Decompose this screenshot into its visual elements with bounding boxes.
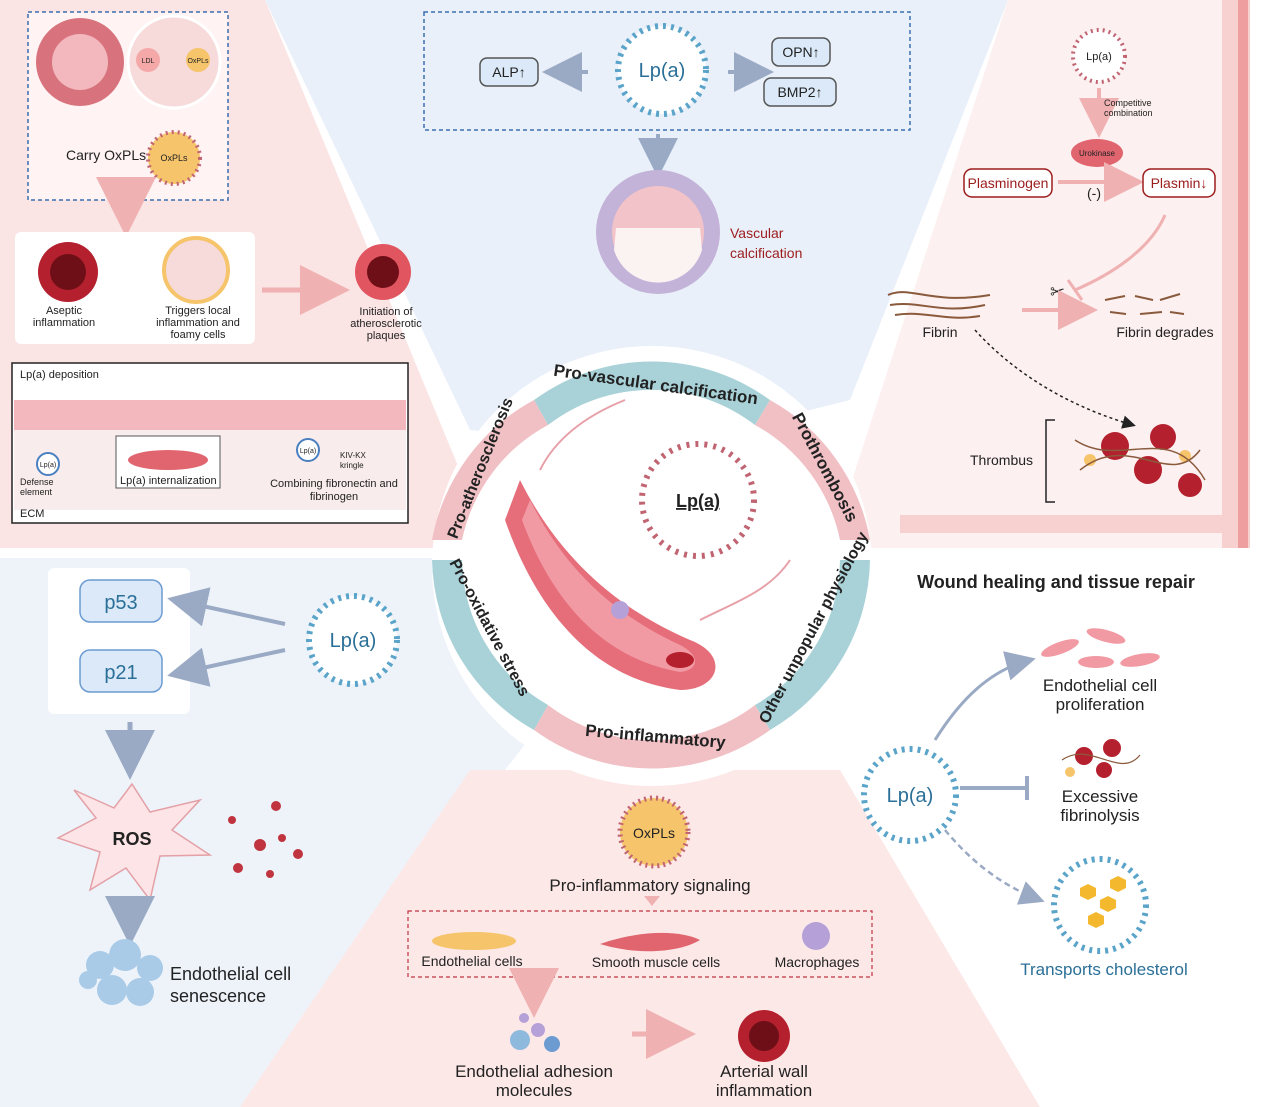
endothelial-proliferation-icon [1041, 628, 1160, 668]
inflammatory-oxpls-label: OxPLs [633, 825, 675, 841]
fibrin-icon [887, 291, 991, 319]
plasminogen-label: Plasminogen [968, 175, 1049, 191]
macrophages-label: Macrophages [775, 954, 860, 970]
ring-segment-prothrombosis [755, 400, 870, 540]
senescence-cells-icon [79, 939, 163, 1006]
urokinase-icon [1071, 139, 1123, 167]
zoomed-vessel-wall [126, 14, 222, 110]
signaling-label: Pro-inflammatory signaling [549, 876, 750, 895]
panel-thrombosis-bg [830, 0, 1250, 548]
plasmin-box [1142, 168, 1216, 198]
scissors-icon: ✂ [1050, 282, 1065, 302]
ring-segment-other-physiology [755, 560, 870, 730]
thrombosis-lpa-particle [1071, 28, 1127, 84]
fibrin-label: Fibrin [922, 324, 957, 340]
adhesion-molecules-icon [510, 1013, 560, 1052]
smooth-muscle-label: Smooth muscle cells [592, 954, 720, 970]
carry-oxpls-label: Carry OxPLs [66, 147, 146, 163]
inflammatory-oxpls-particle [617, 795, 691, 869]
oxpls-particle-label: OxPLs [160, 153, 188, 163]
cholesterol-icon [1080, 876, 1126, 928]
p53-label: p53 [104, 592, 137, 614]
ring-segment-oxidative [432, 560, 548, 730]
lpa-kringle-label: Lp(a) [300, 448, 316, 455]
plasminogen-box [963, 168, 1053, 198]
wound-lpa-label: Lp(a) [887, 785, 934, 807]
thrombus-icon [1074, 424, 1206, 497]
fibrin-degrades-label: Fibrin degrades [1116, 324, 1213, 340]
vessel-wall-right-edge [1238, 0, 1248, 548]
endothelial-cell-icon [432, 932, 516, 950]
alp-box [479, 57, 539, 87]
fibrinolysis-icon [1061, 739, 1141, 778]
lpa-kringle-particle [296, 438, 320, 462]
bmp2-label: BMP2↑ [777, 84, 822, 100]
lpa-defense-particle [36, 452, 60, 476]
thrombus-label: Thrombus [970, 452, 1033, 468]
wound-lpa-particle [861, 746, 959, 844]
ros-burst-icon [56, 782, 213, 902]
vessel-wall-bottom [900, 515, 1226, 533]
oxidative-lpa-particle [306, 593, 400, 687]
center-lpa-label: Lp(a) [676, 491, 720, 511]
p53-box [79, 579, 163, 623]
wound-title: Wound healing and tissue repair [917, 572, 1195, 592]
ring-segment-calcification [534, 361, 770, 425]
oxpls-particle [146, 130, 202, 186]
ecm-label: ECM [20, 508, 44, 520]
opn-label: OPN↑ [782, 44, 819, 60]
macrophage-icon [802, 922, 830, 950]
ros-particles-icon [228, 801, 303, 878]
calcification-lpa-label: Lp(a) [639, 60, 686, 82]
fibrin-fragments-icon [1104, 293, 1185, 315]
deposition-title: Lp(a) deposition [20, 369, 99, 381]
p21-label: p21 [104, 662, 137, 684]
internalization-label: Lp(a) internalization [120, 475, 217, 487]
plasmin-label: Plasmin↓ [1151, 175, 1208, 191]
center-ring [432, 346, 872, 786]
smooth-muscle-cell-icon [600, 932, 700, 952]
opn-box [771, 37, 831, 67]
alp-label: ALP↑ [492, 64, 525, 80]
calcification-box [423, 11, 911, 131]
center-lpa-particle [639, 441, 757, 559]
cell-types-box [407, 910, 873, 978]
ros-label: ROS [112, 829, 151, 849]
oxidative-lpa-label: Lp(a) [330, 630, 377, 652]
calcification-lpa-particle [615, 23, 709, 117]
ring-segment-atherosclerosis [432, 400, 548, 540]
cholesterol-label: Transports cholesterol [1020, 960, 1188, 979]
minus-label: (-) [1087, 185, 1101, 201]
bmp2-box [763, 77, 837, 107]
lpa-defense-label: Lp(a) [40, 462, 56, 469]
ldl-label: LDL [142, 58, 155, 65]
ring-segment-inflammatory [534, 705, 770, 769]
panel-wound-bg [800, 558, 1267, 1107]
endothelial-cells-label: Endothelial cells [421, 953, 522, 969]
blood-vessel-illustration [505, 399, 791, 690]
urokinase-label: Urokinase [1079, 149, 1116, 158]
foamy-cells-icon [162, 236, 230, 304]
oxpls-small-label: OxPLs [187, 58, 209, 65]
thrombosis-lpa-label: Lp(a) [1086, 51, 1112, 63]
p21-box [79, 649, 163, 693]
